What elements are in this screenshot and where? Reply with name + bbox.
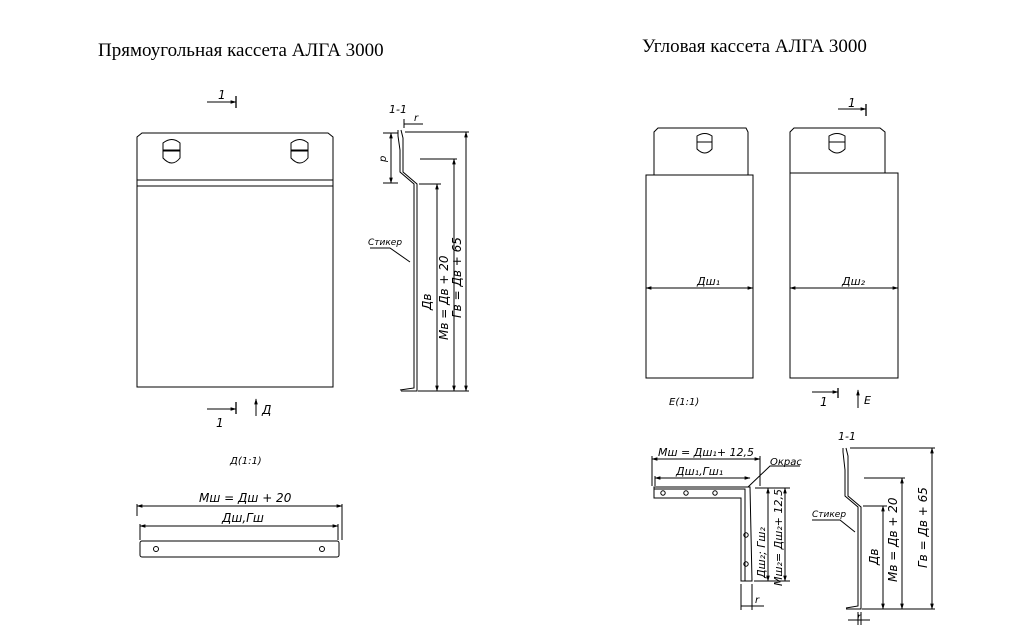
corner-dim-dsh1: Дш₁ [696,275,720,288]
rect-dim-gv: Гв = Дв + 65 [450,237,464,318]
rect-section-mark-bottom: 1 [216,416,224,430]
hanger-slot-left [162,139,181,164]
corner-dim-msh: Мш = Дш₁+ 12,5 [658,446,754,459]
corner-dim-dsh: Дш₁,Гш₁ [675,465,723,478]
rect-cassette-title: Прямоугольная кассета АЛГА 3000 [98,40,384,61]
corner-paint-label: Окрас [770,457,802,468]
hanger-slot-right [290,139,309,164]
rect-labels: 1 1 Д 1-1 r p Стикер Дв Мв = Дв + 20 Гв … [199,88,464,525]
rect-sticker-label: Стикер [368,238,402,248]
corner-dim-dv: Дв [867,549,881,566]
corner-section-name: 1-1 [838,430,856,443]
corner-view-e-name: Е(1:1) [669,397,699,408]
corner-sticker-label: Стикер [812,510,846,520]
corner-front-view-1 [645,127,754,379]
rect-section-name: 1-1 [389,103,407,116]
corner-section-mark-bottom: 1 [820,395,828,409]
rect-dim-r: r [414,113,419,124]
corner-labels: 1 1 Е Дш₁ Дш₂ Е(1:1) Мш = Дш₁+ 12,5 Дш₁,… [658,96,930,623]
corner-dim-msh2: Мш₂= Дш₂+ 12,5 [772,489,785,586]
rect-dim-p: p [378,156,389,163]
rect-section-mark-top: 1 [218,88,226,102]
corner-dim-mv: Мв = Дв + 20 [886,497,900,582]
rect-dim-msh: Мш = Дш + 20 [199,491,292,505]
rect-view-d-name: Д(1:1) [229,456,262,467]
corner-view-e-label: Е [864,394,871,407]
rect-dim-dsh: Дш,Гш [221,511,264,525]
corner-cassette-title: Угловая кассета АЛГА 3000 [642,36,867,57]
corner-front-view-2 [789,104,899,408]
corner-section-mark-top: 1 [848,96,856,110]
corner-section-dim-r: r [857,612,862,623]
rect-dim-dv: Дв [420,294,434,311]
corner-dim-dsh2-g: Дш₂; Гш₂ [755,527,768,579]
corner-dim-dsh2: Дш₂ [841,275,866,288]
rect-dim-mv: Мв = Дв + 20 [437,255,451,340]
corner-section-view [812,447,935,625]
rect-section-view [370,119,469,392]
rect-front-view [136,96,334,416]
corner-dim-gv: Гв = Дв + 65 [916,487,930,568]
rect-view-d-label: Д [261,403,271,417]
corner-dim-r: r [755,595,760,606]
corner-top-view [651,456,800,610]
rect-bottom-view [136,504,343,558]
